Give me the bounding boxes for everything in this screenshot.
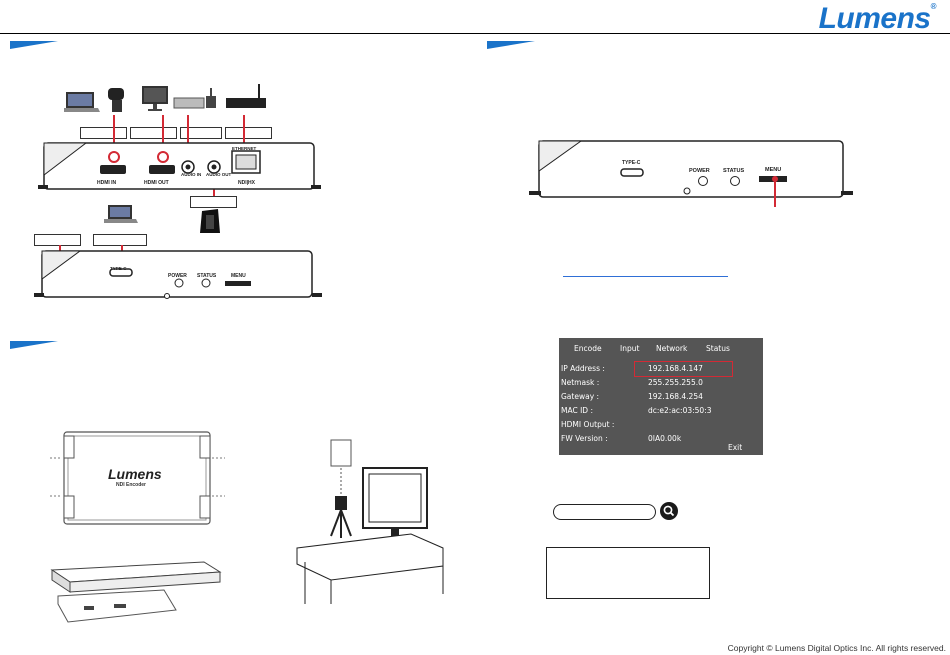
info-box (546, 547, 710, 599)
registered-mark: ® (930, 2, 937, 11)
osd-row-netmask-value: 255.255.255.0 (648, 378, 703, 387)
audio-mixer-icon (173, 88, 216, 109)
port-label-status-left: STATUS (197, 273, 217, 279)
osd-row-fw-label: FW Version : (561, 434, 608, 443)
header-divider (0, 33, 950, 34)
osd-row-mac-label: MAC ID : (561, 406, 593, 415)
osd-tab-status: Status (706, 344, 730, 353)
label-box-power (34, 234, 81, 246)
speaker-icon (200, 209, 220, 233)
osd-exit-label: Exit (728, 443, 743, 452)
device-front-panel (38, 115, 321, 205)
label-box-ethernet (225, 127, 272, 139)
copyright-text: Copyright © Lumens Digital Optics Inc. A… (727, 643, 946, 653)
osd-row-fw-value: 0IA0.00k (648, 434, 682, 443)
hyperlink-underline[interactable] (563, 276, 728, 277)
osd-menu-panel: Encode Input Network Status IP Address :… (559, 338, 763, 455)
device-back-panel-left (34, 245, 322, 299)
wall-mount-drawing (50, 431, 225, 525)
product-label-brand: Lumens (108, 466, 162, 482)
laptop-camera-icon (64, 88, 124, 112)
osd-row-gateway-value: 192.168.4.254 (648, 392, 703, 401)
port-label-status-right: STATUS (723, 168, 745, 174)
port-label-menu-right: MENU (765, 167, 782, 173)
osd-row-ip-value: 192.168.4.147 (648, 364, 703, 373)
monitor-icon (142, 86, 168, 111)
port-label-ethernet: ETHERNET (232, 146, 257, 151)
port-label-type-c-left: TYPE-C (110, 266, 127, 271)
port-label-power-right: POWER (689, 168, 710, 174)
port-label-power-left: POWER (168, 273, 187, 279)
logo-text: Lumens (818, 2, 932, 35)
laptop-icon (104, 205, 138, 223)
port-label-ndi: NDI|HX (238, 180, 255, 186)
osd-row-gateway-label: Gateway : (561, 392, 600, 401)
osd-row-netmask-label: Netmask : (561, 378, 600, 387)
tripod-monitor-drawing (296, 439, 444, 604)
osd-tab-input: Input (620, 344, 640, 353)
port-label-hdmi-in: HDMI IN (97, 180, 117, 186)
label-box-type-c (93, 234, 147, 246)
under-desk-mount-drawing (50, 561, 222, 623)
search-button[interactable] (660, 502, 678, 520)
label-box-audio-in (180, 127, 222, 139)
osd-row-mac-value: dc:e2:ac:03:50:3 (648, 406, 712, 415)
section-marker-connection (10, 41, 58, 49)
search-icon (663, 505, 675, 517)
section-marker-install (10, 341, 58, 349)
label-box-hdmi-out (130, 127, 177, 139)
device-back-panel-right (529, 140, 853, 207)
osd-tab-network: Network (656, 344, 688, 353)
port-label-audio-in: AUDIO IN (181, 172, 202, 177)
ip-address-highlight (634, 361, 733, 377)
osd-tab-encode: Encode (574, 344, 602, 353)
search-input[interactable] (553, 504, 656, 520)
product-label-model: NDI Encoder (116, 482, 147, 488)
port-label-type-c-right: TYPE-C (622, 160, 641, 166)
label-box-audio-out (190, 196, 237, 208)
port-label-audio-out: AUDIO OUT (206, 172, 232, 177)
port-label-hdmi-out: HDMI OUT (144, 180, 169, 186)
lumens-logo: Lumens® (818, 2, 937, 36)
section-marker-menu (487, 41, 535, 49)
port-label-menu-left: MENU (231, 273, 246, 279)
router-icon (226, 84, 266, 108)
label-box-hdmi-in (80, 127, 127, 139)
osd-row-hdmi-label: HDMI Output : (561, 420, 615, 429)
osd-row-ip-label: IP Address : (561, 364, 605, 373)
